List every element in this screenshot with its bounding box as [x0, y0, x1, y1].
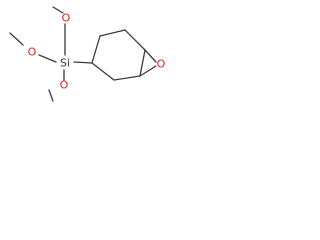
bond-si-o-left	[38, 54, 57, 63]
bond-ring-6	[91, 62, 115, 81]
oxygen-atom-epoxide: O	[157, 58, 166, 71]
oxygen-atom-bottom: O	[60, 79, 69, 92]
bond-methyl-top	[52, 6, 64, 14]
bond-methyl-bottom	[48, 89, 54, 102]
bond-ring-3	[124, 29, 146, 51]
bond-epoxide-1	[144, 49, 157, 63]
silicon-atom: Si	[60, 57, 70, 70]
bond-ring-1	[91, 35, 101, 64]
oxygen-atom-top: O	[62, 12, 71, 25]
bond-si-ring	[73, 61, 93, 64]
bond-ring-4	[139, 49, 146, 77]
bond-ring-5	[113, 75, 141, 81]
molecule-structure: Si O O O O	[9, 6, 166, 102]
oxygen-atom-left: O	[28, 46, 37, 59]
bond-methyl-left	[9, 32, 24, 46]
bond-ring-2	[99, 29, 126, 37]
bond-epoxide-2	[139, 65, 157, 77]
